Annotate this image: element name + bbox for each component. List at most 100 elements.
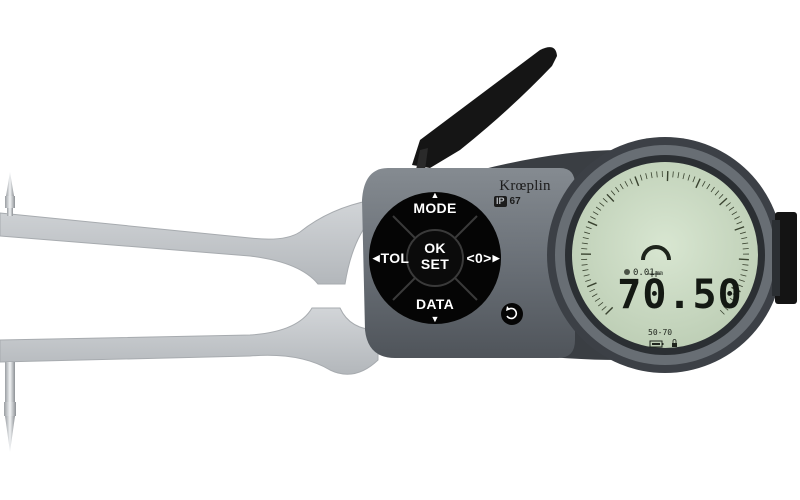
lcd-resolution-value: 0.01 [633, 268, 655, 278]
lcd-tick [706, 183, 711, 190]
lcd-tick [619, 183, 624, 190]
lcd-tick [737, 284, 743, 288]
status-dot-icon [624, 269, 630, 275]
lower-tip [4, 362, 16, 452]
lcd-tick [677, 172, 680, 179]
lcd-tick [736, 221, 743, 225]
up-arrow-icon: ▲ [430, 190, 440, 200]
lcd-tick [734, 226, 745, 231]
lcd-tick [601, 306, 607, 311]
lcd-tick [719, 309, 725, 315]
lower-arm [0, 307, 379, 375]
lcd-tick [701, 181, 706, 187]
set-label: SET [420, 256, 450, 272]
lcd-tick [587, 220, 598, 227]
lcd-tick [728, 206, 735, 211]
lcd-tick [586, 282, 597, 288]
lcd-tick [741, 269, 748, 272]
upper-tip [5, 172, 15, 216]
lcd-tick [582, 237, 589, 240]
lcd-reading: 70.50 [617, 272, 743, 318]
tol-button[interactable]: ◀ TOL [366, 250, 416, 266]
lcd-tick [695, 178, 701, 189]
lcd-tick [615, 186, 620, 193]
lcd-tick [624, 181, 629, 187]
lcd-tick [738, 279, 745, 282]
lcd-tick [602, 197, 608, 203]
lcd-tick [710, 186, 715, 193]
lcd-tick [656, 171, 658, 178]
lever [412, 47, 557, 168]
right-arrow-icon: ▶ [492, 252, 500, 263]
lcd-tick [731, 211, 738, 216]
lcd-tick [598, 302, 604, 307]
lcd-tick [592, 211, 599, 216]
mode-button[interactable]: ▲ MODE [400, 190, 470, 218]
ip-rating-value: 67 [509, 196, 521, 207]
lcd-tick [732, 293, 739, 298]
lcd-tick [584, 231, 591, 235]
lcd-tick [629, 178, 633, 185]
lcd-tick [583, 274, 590, 277]
lcd-tick [738, 258, 749, 261]
lcd-tick [610, 190, 616, 196]
left-arrow-icon: ◀ [372, 252, 380, 263]
lcd-tick [595, 206, 602, 211]
lcd-tick [599, 202, 605, 207]
ok-set-button[interactable]: OK SET [410, 240, 460, 272]
lcd-tick [725, 202, 731, 207]
reset-button[interactable] [501, 303, 523, 325]
lcd-tick [594, 297, 601, 302]
ok-label: OK [424, 240, 446, 256]
lcd-tick [740, 274, 747, 277]
lock-icon [672, 339, 677, 347]
reset-icon [506, 307, 518, 320]
battery-icon [649, 340, 664, 348]
lcd-tick [687, 174, 691, 181]
lcd-resolution-unit: mm [655, 270, 663, 277]
upper-arm [0, 199, 373, 285]
lcd-tick [739, 231, 746, 235]
lcd-tick [734, 216, 740, 220]
data-label: DATA [415, 296, 454, 312]
lcd-tick [723, 306, 729, 311]
arc-icon [641, 245, 671, 261]
lcd-tick [692, 176, 696, 183]
lcd-screen [572, 162, 758, 348]
lcd-tick [639, 174, 643, 181]
lcd-tick [645, 173, 648, 180]
lcd-resolution: 0.01mm [633, 268, 663, 278]
data-button[interactable]: DATA ▼ [400, 296, 470, 324]
lcd-tick [591, 293, 598, 298]
lcd-tick [606, 193, 615, 203]
lcd-tick [726, 302, 732, 307]
brand-logo: Krœplin [499, 178, 551, 194]
lcd-tick [581, 242, 588, 245]
lcd-tick [718, 194, 724, 199]
lcd-tick [719, 197, 728, 206]
lcd-tick [741, 237, 748, 240]
lcd-tick [634, 176, 640, 187]
mode-label: MODE [413, 200, 457, 216]
down-arrow-icon: ▼ [430, 314, 440, 324]
ip-prefix: IP [494, 196, 507, 207]
lcd-tick [672, 171, 674, 178]
lcd-tick [585, 279, 592, 282]
lcd-tick [589, 288, 596, 293]
lcd-tick [742, 264, 749, 266]
button-pad [369, 192, 501, 324]
lcd-tick [590, 216, 596, 220]
zero-label: <0> [466, 250, 492, 266]
lcd-tick [582, 269, 589, 272]
zero-button[interactable]: <0> ▶ [458, 250, 508, 266]
resolution-marker-icon [647, 271, 661, 277]
lcd-tick [605, 306, 614, 315]
lcd-tick [742, 242, 749, 245]
lcd-tick [731, 286, 741, 293]
lcd-range: 50-70 [648, 328, 673, 337]
tol-label: TOL [380, 250, 410, 266]
lcd-tick [729, 297, 736, 302]
lcd-tick [650, 172, 653, 179]
lcd-tick [682, 173, 685, 180]
